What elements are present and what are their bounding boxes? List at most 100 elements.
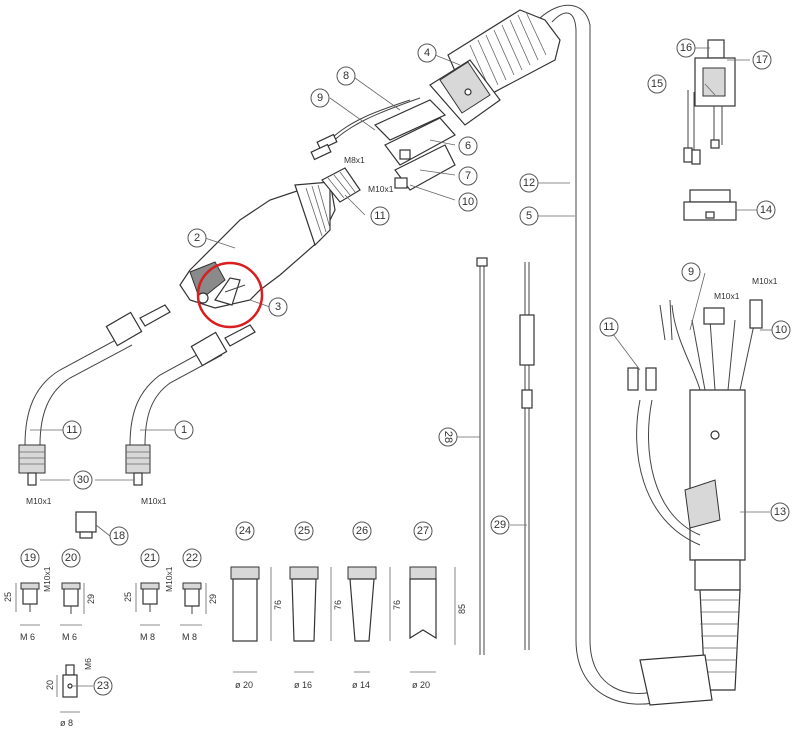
svg-text:27: 27 xyxy=(417,525,429,537)
dim-19-height: 25 xyxy=(3,592,13,602)
callout-41: 11 xyxy=(370,206,390,226)
callout-25: 25 xyxy=(294,521,314,541)
callout-24: 24 xyxy=(235,521,255,541)
liner-28 xyxy=(476,257,488,655)
callout-21: 21 xyxy=(140,548,160,568)
callout-20: 20 xyxy=(61,548,81,568)
svg-text:11: 11 xyxy=(603,321,614,333)
nozzle-27 xyxy=(409,566,456,673)
contact-tip-21 xyxy=(135,582,160,626)
callout-19: 19 xyxy=(20,548,40,568)
thread-label-m10x1-neck11: M10x1 xyxy=(26,496,52,506)
svg-text:22: 22 xyxy=(186,552,198,564)
svg-text:13: 13 xyxy=(774,506,786,518)
dim-22-height: 29 xyxy=(208,594,218,604)
callout-4: 4 xyxy=(417,43,437,63)
part-14-connector xyxy=(683,189,737,221)
svg-text:21: 21 xyxy=(144,552,156,564)
svg-text:7: 7 xyxy=(465,170,471,182)
svg-text:9: 9 xyxy=(688,266,694,278)
dim-21-thread: M 8 xyxy=(140,632,155,642)
svg-text:30: 30 xyxy=(77,474,89,486)
leader-lines xyxy=(30,47,772,687)
dim-21-height: 25 xyxy=(123,592,133,602)
svg-text:6: 6 xyxy=(465,140,471,152)
callout-18: 18 xyxy=(109,526,129,546)
callout-30: 30 xyxy=(73,470,93,490)
callout-5: 5 xyxy=(519,206,539,226)
contact-tip-22 xyxy=(180,582,207,626)
svg-text:15: 15 xyxy=(651,78,663,90)
thread-label-m10x1-neck1: M10x1 xyxy=(141,496,167,506)
contact-tip-19 xyxy=(15,582,40,626)
nozzle-24 xyxy=(230,566,272,673)
callout-16: 16 xyxy=(676,38,696,58)
svg-text:25: 25 xyxy=(298,525,310,537)
dim-27-diameter: ø 20 xyxy=(412,680,430,690)
liner-29 xyxy=(519,262,535,650)
callout-15: 15 xyxy=(647,74,667,94)
callout-17: 17 xyxy=(752,50,772,70)
dim-27-height: 85 xyxy=(457,604,467,614)
nozzle-25 xyxy=(289,566,332,673)
thread-label-m10x1-21: M10x1 xyxy=(164,566,174,592)
callout-12: 12 xyxy=(519,173,539,193)
svg-text:26: 26 xyxy=(356,525,368,537)
thread-label-m10x1-19: M10x1 xyxy=(42,566,52,592)
callout-10-right: 10 xyxy=(771,320,791,340)
callout-8: 8 xyxy=(336,66,356,86)
callout-28: 28 xyxy=(438,427,458,447)
svg-text:12: 12 xyxy=(523,177,535,189)
callout-7: 7 xyxy=(458,166,478,186)
callout-1: 1 xyxy=(174,420,194,440)
svg-text:9: 9 xyxy=(317,92,323,104)
part-23-adapter xyxy=(56,664,80,713)
thread-label-m10x1-right: M10x1 xyxy=(752,276,778,286)
part-18-diffuser xyxy=(75,511,97,539)
dim-24-height: 76 xyxy=(273,600,283,610)
thread-label-m6-23: M6 xyxy=(83,658,93,670)
dim-23-diameter: ø 8 xyxy=(60,718,73,728)
thread-label-m10x1-torch: M10x1 xyxy=(368,184,394,194)
svg-text:5: 5 xyxy=(526,210,532,222)
callout-29: 29 xyxy=(490,515,510,535)
callout-11-right: 11 xyxy=(599,317,619,337)
svg-text:8: 8 xyxy=(343,70,349,82)
dim-20-thread: M 6 xyxy=(62,632,77,642)
svg-text:28: 28 xyxy=(442,431,454,443)
dim-26-diameter: ø 14 xyxy=(352,680,370,690)
callout-11-neck: 11 xyxy=(62,420,82,440)
callout-10: 10 xyxy=(458,192,478,212)
callout-23: 23 xyxy=(93,676,113,696)
svg-text:29: 29 xyxy=(494,519,506,531)
svg-text:10: 10 xyxy=(775,324,787,336)
callout-22: 22 xyxy=(182,548,202,568)
thread-label-m8x1: M8x1 xyxy=(344,155,365,165)
dim-23-height: 20 xyxy=(45,680,55,690)
dim-25-height: 76 xyxy=(333,600,343,610)
thread-label-m10x1-mid: M10x1 xyxy=(714,291,740,301)
svg-text:18: 18 xyxy=(113,530,125,542)
svg-text:11: 11 xyxy=(66,424,77,436)
dim-19-thread: M 6 xyxy=(20,632,35,642)
svg-text:10: 10 xyxy=(462,196,474,208)
callout-14: 14 xyxy=(756,200,776,220)
dim-26-height: 76 xyxy=(392,600,402,610)
callout-9: 9 xyxy=(310,88,330,108)
contact-tip-20 xyxy=(60,582,85,626)
svg-text:14: 14 xyxy=(760,204,772,216)
svg-text:16: 16 xyxy=(680,42,692,54)
callout-27: 27 xyxy=(413,521,433,541)
nozzle-26 xyxy=(347,566,391,673)
torch-rear-connectors xyxy=(310,97,456,203)
callout-13: 13 xyxy=(770,502,790,522)
handle-assembly-13 xyxy=(627,299,763,706)
dim-22-thread: M 8 xyxy=(182,632,197,642)
swan-neck-1 xyxy=(125,324,256,486)
trigger-switch-15-17 xyxy=(683,39,736,165)
dim-25-diameter: ø 16 xyxy=(294,680,312,690)
dim-20-height: 29 xyxy=(86,594,96,604)
svg-text:3: 3 xyxy=(275,301,281,313)
svg-text:11: 11 xyxy=(374,210,385,222)
